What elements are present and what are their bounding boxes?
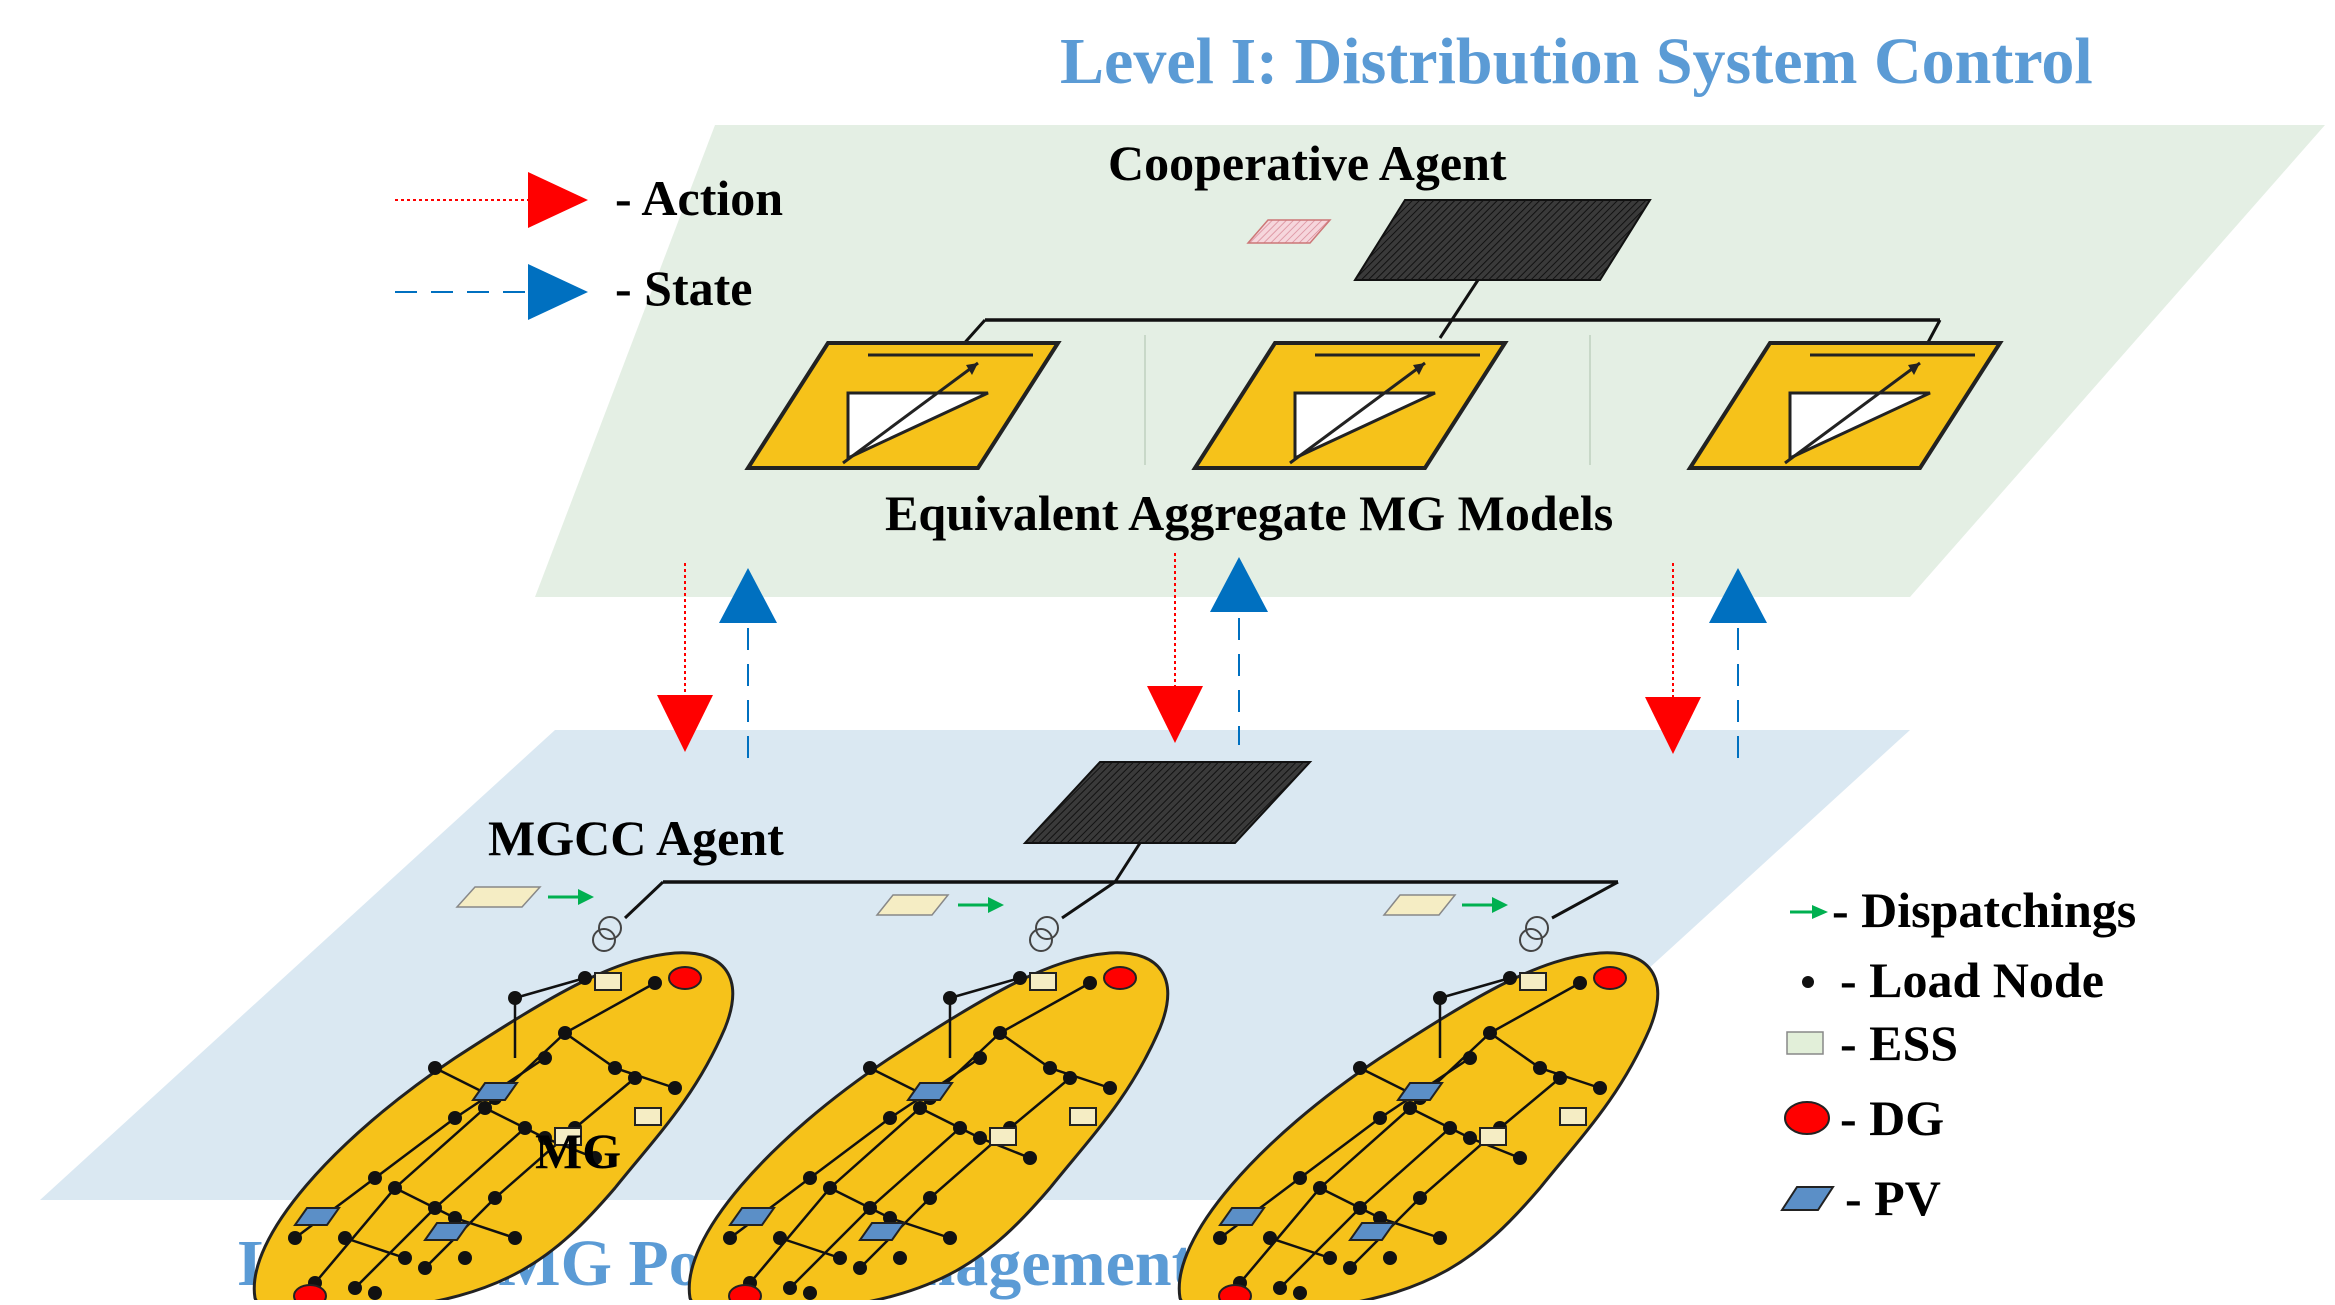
action-arrow-3 bbox=[1645, 563, 1701, 754]
state-legend-label: - State bbox=[615, 260, 752, 316]
mg-ess-icon-1 bbox=[455, 886, 542, 908]
ess-legend-label: - ESS bbox=[1840, 1015, 1958, 1071]
mgcc-agent-label: MGCC Agent bbox=[488, 810, 784, 866]
cooperative-agent-icon bbox=[1353, 199, 1652, 281]
action-legend-arrow bbox=[528, 172, 588, 228]
dispatch-arrow-3 bbox=[1462, 897, 1508, 913]
mg-ess-icon-2 bbox=[875, 894, 950, 916]
mgcc-agent-link bbox=[1113, 842, 1142, 883]
action-legend-label: - Action bbox=[615, 170, 783, 226]
dispatch-arrow-1 bbox=[548, 889, 594, 905]
level1-title: Level I: Distribution System Control bbox=[1060, 25, 2093, 98]
transformer-icon-1 bbox=[592, 916, 622, 952]
mgcc-agent-icon bbox=[1022, 761, 1313, 844]
mg-ess-icon-3 bbox=[1382, 894, 1457, 916]
bottom-bus-drop-3 bbox=[1551, 880, 1619, 920]
dispatchings-legend-icon bbox=[1790, 905, 1828, 919]
action-arrow-1 bbox=[657, 563, 713, 752]
cooperative-agent-pink-icon bbox=[1246, 219, 1332, 244]
bottom-bus-drop-1 bbox=[623, 880, 665, 920]
bottom-bus-drop-2 bbox=[1061, 880, 1116, 920]
state-arrow-1 bbox=[719, 568, 777, 760]
equivalent-models-label: Equivalent Aggregate MG Models bbox=[885, 485, 1613, 541]
dispatchings-legend-label: - Dispatchings bbox=[1832, 882, 2136, 938]
state-arrow-2 bbox=[1210, 557, 1268, 745]
pv-legend-label: - PV bbox=[1845, 1170, 1941, 1226]
mg-label: MG bbox=[535, 1123, 621, 1179]
cooperative-agent-label: Cooperative Agent bbox=[1108, 135, 1507, 191]
dg-legend-icon bbox=[1784, 1101, 1830, 1135]
pv-legend-icon bbox=[1780, 1186, 1835, 1211]
transformer-icon-2 bbox=[1029, 916, 1059, 952]
cooperative-agent-link bbox=[1438, 279, 1480, 339]
dg-legend-label: - DG bbox=[1840, 1090, 1944, 1146]
load-node-legend-label: - Load Node bbox=[1840, 952, 2104, 1008]
dispatch-arrow-2 bbox=[958, 897, 1004, 913]
action-arrow-2 bbox=[1147, 553, 1203, 743]
state-legend-arrow bbox=[528, 264, 588, 320]
ess-legend-icon bbox=[1786, 1031, 1824, 1055]
load-node-legend-icon bbox=[1802, 976, 1814, 988]
transformer-icon-3 bbox=[1519, 916, 1549, 952]
state-arrow-3 bbox=[1709, 568, 1767, 758]
